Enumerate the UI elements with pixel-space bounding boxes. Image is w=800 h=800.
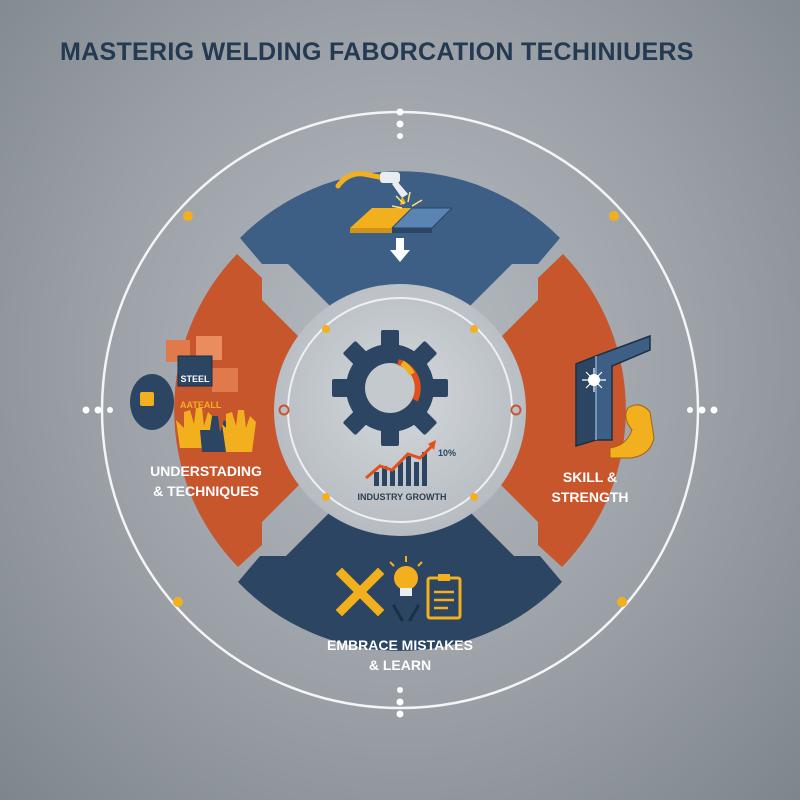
ring-connector-left	[82, 406, 113, 414]
material-label: AATEALL	[180, 400, 222, 410]
lightbulb-icon	[389, 556, 423, 622]
hub-label: INDUSTRY GROWTH	[358, 492, 447, 502]
hub-dots	[278, 325, 522, 501]
flexed-arm-icon	[609, 404, 655, 459]
ring-accent-dots	[173, 211, 627, 607]
metal-plates-icon	[350, 191, 454, 233]
ring-connector-right	[687, 406, 718, 414]
bottom-segment-label-line2: & LEARN	[369, 657, 431, 673]
left-segment-label-line2: & TECHNIQUES	[153, 483, 259, 499]
checklist-icon	[426, 574, 462, 620]
steel-beam-icon	[575, 334, 651, 448]
ring-connector-top	[396, 108, 404, 139]
segment-right	[488, 254, 626, 567]
right-segment-label-line1: SKILL &	[563, 469, 617, 485]
growth-percent-tag: 10%	[438, 448, 456, 458]
growth-chart-icon	[365, 440, 436, 486]
down-arrow-icon	[390, 238, 410, 262]
mistake-x-icon	[335, 567, 385, 617]
gloves-icon	[176, 408, 256, 452]
ring-connector-bottom	[396, 687, 404, 718]
bottom-segment-label-line1: EMBRACE MISTAKES	[327, 637, 473, 653]
page-title: MASTERIG WELDING FABORCATION TECHINIUERS	[60, 38, 694, 66]
steel-label: STEEL	[180, 374, 210, 384]
welding-torch-icon	[335, 171, 408, 205]
left-segment-label-line1: UNDERSTADING	[150, 463, 262, 479]
gear-icon	[332, 330, 448, 446]
right-segment-label-line2: STRENGTH	[552, 489, 629, 505]
steel-block-icon: STEEL	[166, 336, 238, 392]
welding-helmet-icon	[130, 374, 174, 430]
